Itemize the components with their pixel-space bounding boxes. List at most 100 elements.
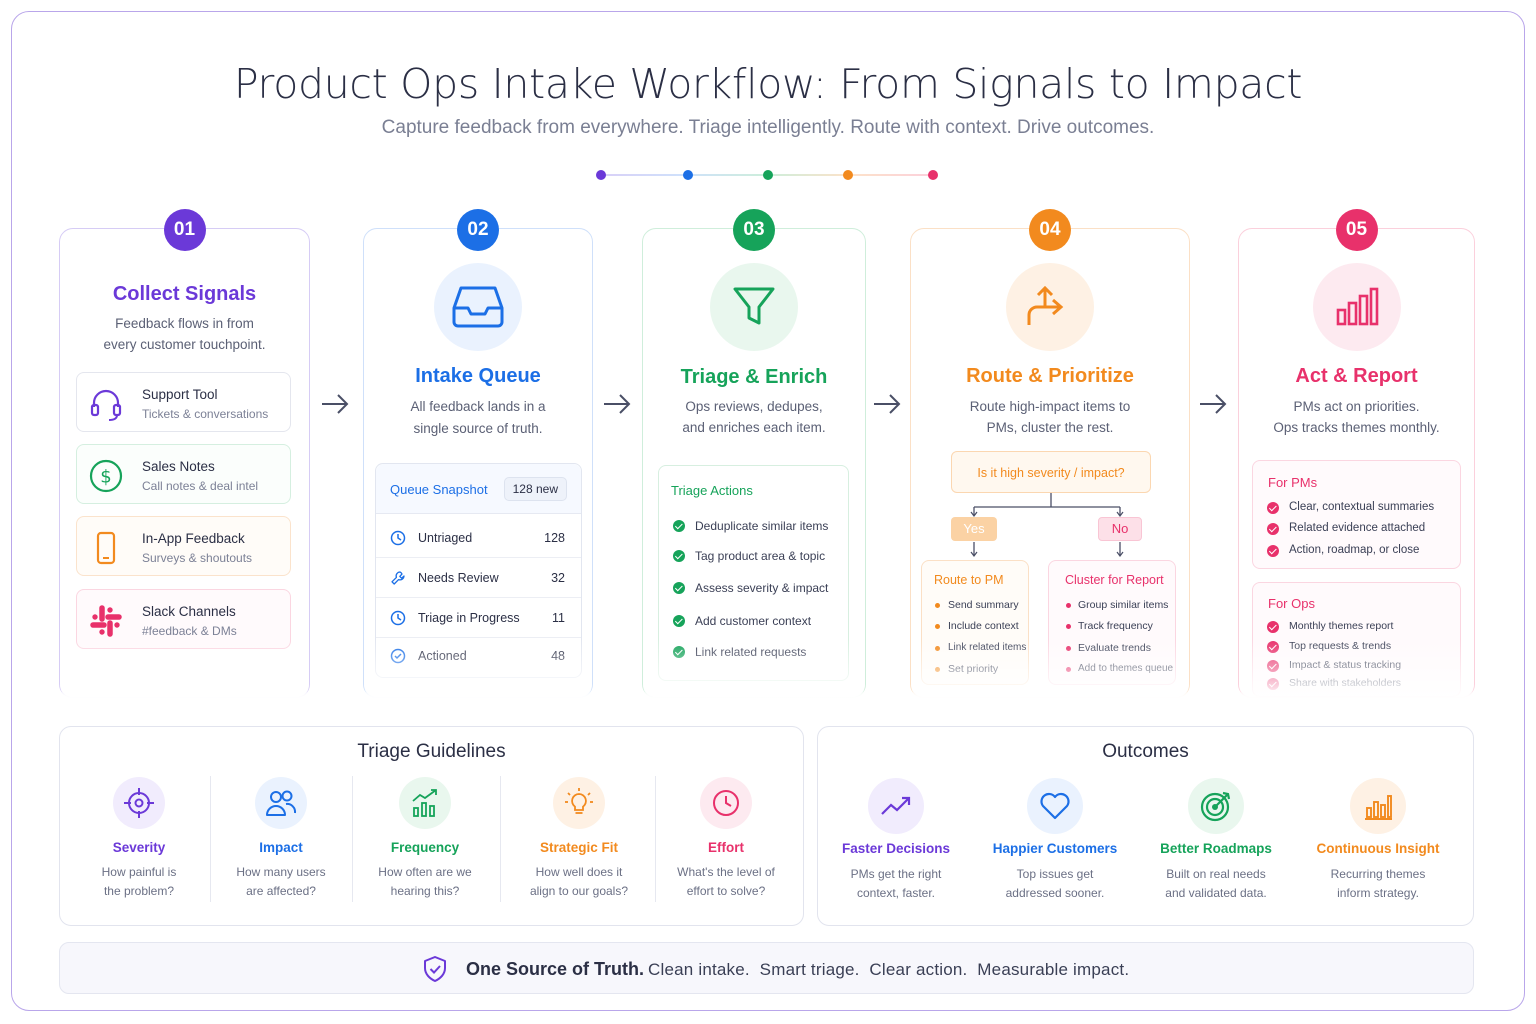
lightbulb-icon (565, 788, 593, 814)
step-badge: 01 (163, 209, 206, 251)
triage-action: Deduplicate similar items (695, 519, 829, 533)
bullet (1066, 603, 1071, 608)
guideline-desc-2: the problem? (103, 883, 175, 898)
queue-snapshot: Queue Snapshot 128 new Untriaged 128 Nee… (375, 463, 582, 678)
clock-icon (390, 530, 406, 546)
check-icon (1267, 523, 1279, 535)
source-title: Sales Notes (142, 459, 215, 474)
bullet (1066, 646, 1071, 651)
queue-row-label: Actioned (418, 649, 467, 663)
for-pms-title: For PMs (1268, 475, 1318, 490)
progress-dots (594, 168, 940, 182)
guideline-desc-1: How many users (236, 865, 326, 879)
source-support-tool[interactable]: Support Tool Tickets & conversations (76, 372, 291, 432)
queue-header: Queue Snapshot 128 new (376, 464, 581, 514)
outcome-desc-1: Top issues get (1016, 867, 1094, 881)
growth-chart-icon-wrap (399, 777, 451, 829)
step-title: Triage & Enrich (680, 366, 828, 388)
route-icon-wrap (1006, 263, 1094, 351)
outcome-desc-2: inform strategy. (1337, 885, 1419, 900)
queue-row-untriaged[interactable]: Untriaged 128 (376, 519, 581, 558)
pms-item: Action, roadmap, or close (1289, 544, 1420, 556)
cluster-item: Add to themes queue (1078, 663, 1174, 674)
pms-item: Clear, contextual summaries (1289, 501, 1435, 513)
bullet (1066, 667, 1071, 672)
guideline-desc-1: How painful is (101, 865, 177, 879)
step-collect-signals: 01 Collect Signals Feedback flows in fro… (59, 209, 310, 699)
outcomes-title: Outcomes (1102, 741, 1189, 762)
step-badge: 05 (1335, 209, 1378, 251)
queue-row-value: 11 (552, 611, 565, 625)
pm-item: Link related items (948, 642, 1027, 653)
ops-item: Impact & status tracking (1289, 659, 1402, 671)
outcome-title: Faster Decisions (841, 841, 951, 856)
check-icon (1267, 641, 1279, 653)
page-title: Product Ops Intake Workflow: From Signal… (233, 60, 1303, 108)
cluster-item: Evaluate trends (1078, 642, 1151, 654)
bullet (935, 667, 940, 672)
check-icon (673, 615, 685, 627)
users-icon (266, 790, 297, 816)
footer-banner: One Source of Truth. Clean intake. Smart… (59, 942, 1474, 994)
check-icon (1267, 660, 1279, 672)
check-icon (673, 582, 685, 594)
for-pms-panel: For PMs Clear, contextual summaries Rela… (1252, 460, 1461, 569)
lightbulb-icon-wrap (553, 777, 605, 829)
divider (210, 776, 211, 902)
source-sales-notes[interactable]: $ Sales Notes Call notes & deal intel (76, 444, 291, 504)
queue-new-badge: 128 new (503, 477, 567, 501)
step-title: Intake Queue (415, 365, 541, 387)
step-title: Collect Signals (112, 283, 257, 305)
source-in-app-feedback[interactable]: In-App Feedback Surveys & shoutouts (76, 516, 291, 576)
dot-4 (843, 170, 853, 180)
dot-5 (928, 170, 938, 180)
queue-row-label: Triage in Progress (418, 611, 520, 625)
guideline-desc: How painful is the problem? (84, 863, 194, 900)
triage-actions-panel: Triage Actions Deduplicate similar items… (658, 465, 849, 681)
queue-row-triage-in-progress[interactable]: Triage in Progress 11 (376, 599, 581, 638)
outcome-title: Continuous Insight (1316, 841, 1440, 856)
trend-up-icon-wrap (868, 778, 924, 834)
target-icon (1200, 791, 1231, 822)
source-title: Slack Channels (142, 604, 236, 619)
source-slack-channels[interactable]: Slack Channels #feedback & DMs (76, 589, 291, 649)
outcome-desc-2: and validated data. (1165, 885, 1267, 900)
outcomes: Outcomes Faster Decisions PMs get the ri… (817, 726, 1474, 926)
queue-row-label: Needs Review (418, 571, 499, 585)
step-desc-2: PMs, cluster the rest. (986, 420, 1114, 435)
footer-bold: One Source of Truth. (466, 959, 645, 979)
cluster-item: Track frequency (1078, 620, 1153, 632)
bar-chart-icon (1365, 795, 1392, 820)
step-desc-1: PMs act on priorities. (1293, 399, 1420, 414)
queue-title: Queue Snapshot (390, 482, 488, 497)
check-icon (673, 550, 685, 562)
queue-row-actioned[interactable]: Actioned 48 (376, 637, 581, 676)
divider (655, 776, 656, 902)
pms-item: Related evidence attached (1289, 522, 1426, 534)
queue-row-value: 32 (551, 571, 565, 585)
triage-action: Assess severity & impact (695, 581, 829, 595)
guideline-desc-2: effort to solve? (686, 883, 766, 898)
dot-2 (683, 170, 693, 180)
cluster-item: Group similar items (1078, 599, 1169, 611)
check-icon (1267, 545, 1279, 557)
source-title: Support Tool (142, 387, 218, 402)
ops-item: Share with stakeholders (1289, 677, 1402, 689)
outcome-title: Happier Customers (992, 841, 1118, 856)
route-arrow-icon (1027, 285, 1064, 325)
arrow-right-icon (604, 394, 631, 414)
step-desc-2: single source of truth. (413, 421, 543, 436)
queue-row-needs-review[interactable]: Needs Review 32 (376, 559, 581, 598)
decision-question: Is it high severity / impact? (951, 451, 1151, 493)
source-sub: Surveys & shoutouts (142, 551, 253, 565)
bullet (1066, 624, 1071, 629)
for-ops-title: For Ops (1268, 596, 1315, 611)
arrow-right-icon (874, 394, 901, 414)
step-desc-1: Feedback flows in from (115, 316, 254, 331)
step-desc-1: All feedback lands in a (410, 399, 546, 414)
